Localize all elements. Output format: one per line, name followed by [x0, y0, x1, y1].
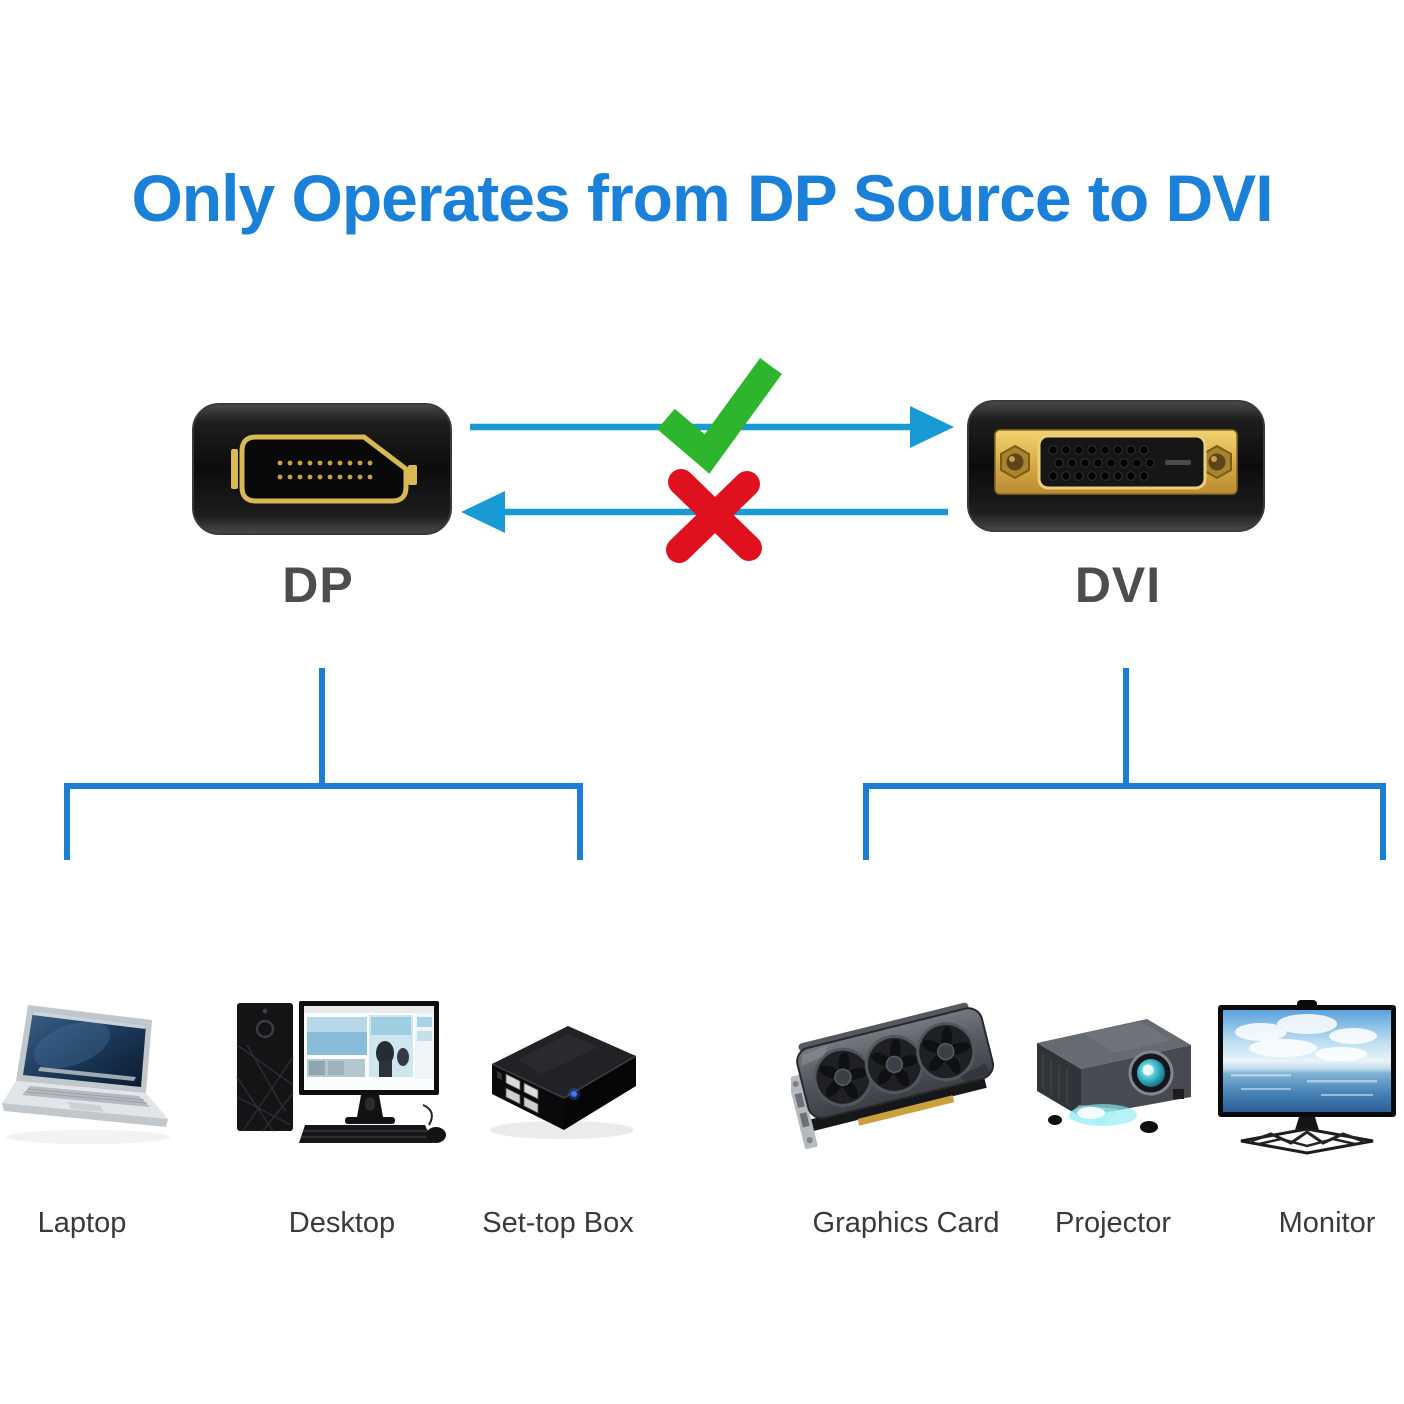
flow-diagram [461, 358, 954, 563]
monitor-image [1211, 1000, 1403, 1168]
dp-connector-svg [192, 403, 452, 535]
dp-pins [277, 460, 373, 480]
projector-image [1021, 1003, 1199, 1153]
dp-port-outline [239, 434, 409, 504]
graphics-card-image [791, 993, 1006, 1165]
page-title: Only Operates from DP Source to DVI [131, 161, 1273, 235]
dp-connector-image [192, 403, 452, 540]
dvi-screw-nuts [1000, 444, 1232, 480]
usb-ports [505, 1073, 539, 1114]
device-label-laptop: Laptop [37, 1207, 127, 1239]
device-label-desktop: Desktop [288, 1207, 396, 1239]
arrow-left-icon [461, 491, 505, 533]
dp-label: DP [282, 557, 354, 613]
dvi-connector-svg [967, 400, 1265, 532]
tree-bracket-dp [64, 668, 583, 860]
device-label-set-top-box: Set-top Box [482, 1207, 634, 1239]
dvi-connector-image [967, 400, 1265, 537]
checkmark-icon [657, 358, 782, 474]
device-label-projector: Projector [1054, 1207, 1172, 1239]
gpu-fans [813, 1022, 976, 1107]
dvi-label: DVI [1074, 557, 1162, 613]
device-label-monitor: Monitor [1278, 1207, 1376, 1239]
device-label-graphics-card: Graphics Card [812, 1207, 1000, 1239]
dvi-pin-holes [1048, 445, 1155, 481]
laptop-image [0, 995, 175, 1160]
set-top-box-image [476, 1000, 648, 1152]
arrow-right-icon [910, 406, 954, 448]
tree-bracket-dvi [863, 668, 1386, 860]
desktop-image [233, 993, 448, 1163]
cross-icon [666, 469, 762, 563]
